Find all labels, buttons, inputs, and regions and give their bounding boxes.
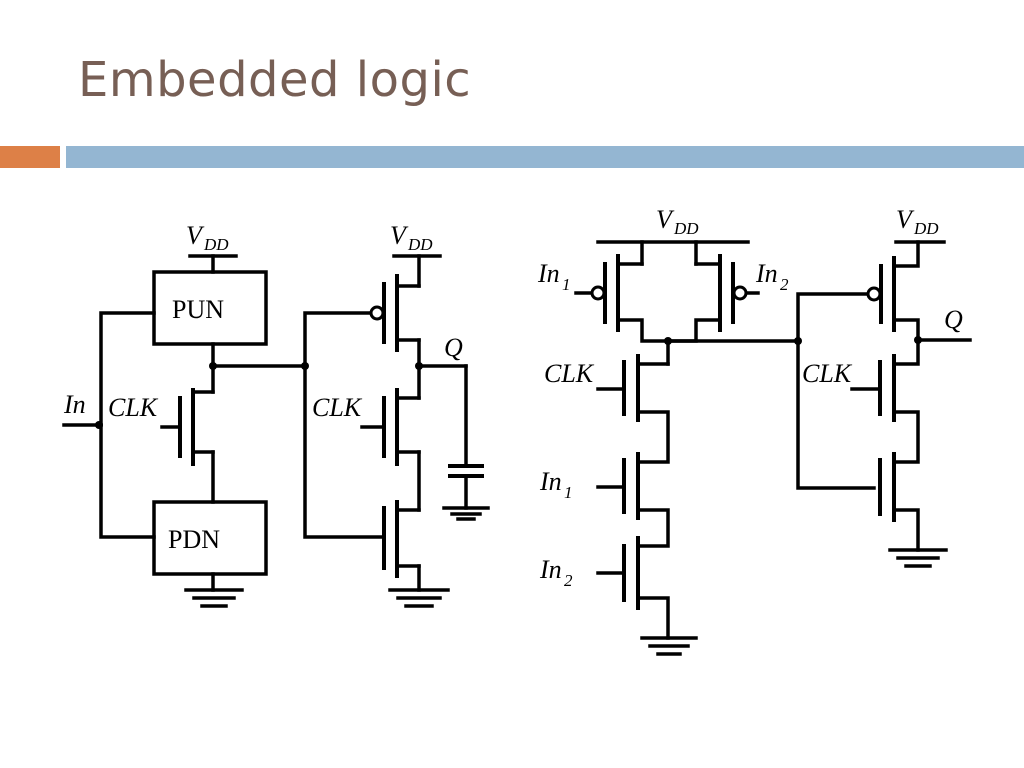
right-p2-bubble xyxy=(732,285,748,301)
right-clk-label-1: CLK xyxy=(544,359,595,388)
right-inv-input-up xyxy=(796,292,870,343)
left-inv-input-down xyxy=(303,364,386,539)
right-output-label: Q xyxy=(944,305,963,334)
right-in2-n-label: In xyxy=(539,555,562,584)
pdn-label: PDN xyxy=(168,525,220,554)
right-inv-nmos-source xyxy=(894,508,920,552)
right-p1-drain xyxy=(618,318,670,343)
left-vdd-inv-label: V xyxy=(390,221,409,250)
left-pmos-bubble xyxy=(369,305,385,321)
right-in2-p-sub: 2 xyxy=(780,275,789,294)
right-in1-p-sub: 1 xyxy=(562,275,571,294)
accent-bar-blue xyxy=(66,146,1024,168)
pun-block xyxy=(152,270,268,346)
right-in2-p-label: In xyxy=(755,259,778,288)
right-in2-n-sub: 2 xyxy=(564,571,573,590)
right-n1-source xyxy=(638,508,670,548)
left-vdd-pun-label: V xyxy=(186,221,205,250)
left-inv-input-up xyxy=(303,311,372,368)
circuit-diagram: V DD PUN PDN In CLK V DD xyxy=(62,205,972,656)
right-in1-n-label: In xyxy=(539,467,562,496)
left-input-bus xyxy=(99,311,156,539)
right-inv-input-down xyxy=(796,339,876,490)
left-vdd-inv-sub: DD xyxy=(407,235,433,254)
left-clk-label-2: CLK xyxy=(312,393,363,422)
right-vdd-inv-wire xyxy=(892,240,920,268)
right-circuit: V DD In 1 In 2 CLK xyxy=(537,205,972,656)
left-clk-label-1: CLK xyxy=(108,393,159,422)
left-circuit: V DD PUN PDN In CLK V DD xyxy=(62,221,490,608)
right-clk-nmos-source xyxy=(638,410,670,464)
right-in1-p-label: In xyxy=(537,259,560,288)
left-input-label: In xyxy=(63,390,86,419)
right-p1-bubble xyxy=(590,285,606,301)
right-vdd-nand-sub: DD xyxy=(673,219,699,238)
right-inv-stack-wire xyxy=(894,410,920,464)
right-pmos-bubble xyxy=(866,286,882,302)
right-n2-source xyxy=(638,596,670,640)
left-vdd-pun-sub: DD xyxy=(203,235,229,254)
accent-bar-orange xyxy=(0,146,60,168)
right-vdd-inv-sub: DD xyxy=(913,219,939,238)
pun-label: PUN xyxy=(172,295,224,324)
right-clk-label-2: CLK xyxy=(802,359,853,388)
slide-title: Embedded logic xyxy=(78,52,472,108)
right-vdd-nand-label: V xyxy=(656,205,675,234)
right-vdd-inv-label: V xyxy=(896,205,915,234)
right-in1-n-sub: 1 xyxy=(564,483,573,502)
left-output-label: Q xyxy=(444,333,463,362)
right-p2-drain xyxy=(666,318,720,343)
